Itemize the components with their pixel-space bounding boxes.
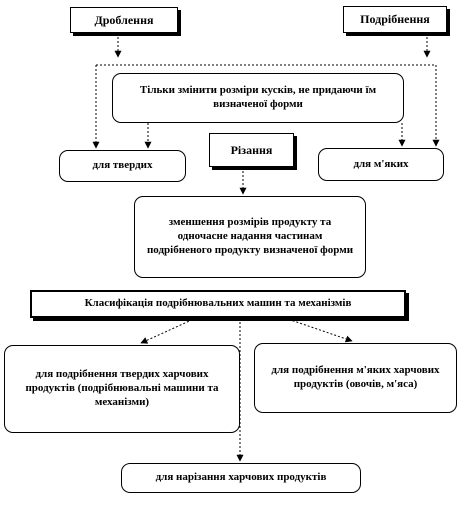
node-for-hard: для твердих <box>59 150 186 182</box>
node-food-slicing: для нарізання харчових продуктів <box>121 463 361 493</box>
node-classification: Класифікація подрібнювальних машин та ме… <box>30 290 406 318</box>
node-podribnennia: Подрібнення <box>343 6 447 33</box>
node-soft-food-grinding: для подрібнення м'яких харчових продукті… <box>254 343 457 413</box>
connector-klas-left <box>140 317 197 344</box>
node-change-size-only: Тільки змінити розміри кусків, не придаю… <box>112 73 404 123</box>
node-drobinnia: Дроблення <box>70 7 178 33</box>
node-rizannia: Різання <box>209 133 294 167</box>
node-hard-food-grinding: для подрібнення твердих харчових продукт… <box>4 345 240 433</box>
connector-klas-right <box>284 317 353 343</box>
node-for-soft: для м'яких <box>318 148 444 181</box>
node-size-reduction-shaping: зменшення розмірів продукту та одночасне… <box>134 196 366 278</box>
